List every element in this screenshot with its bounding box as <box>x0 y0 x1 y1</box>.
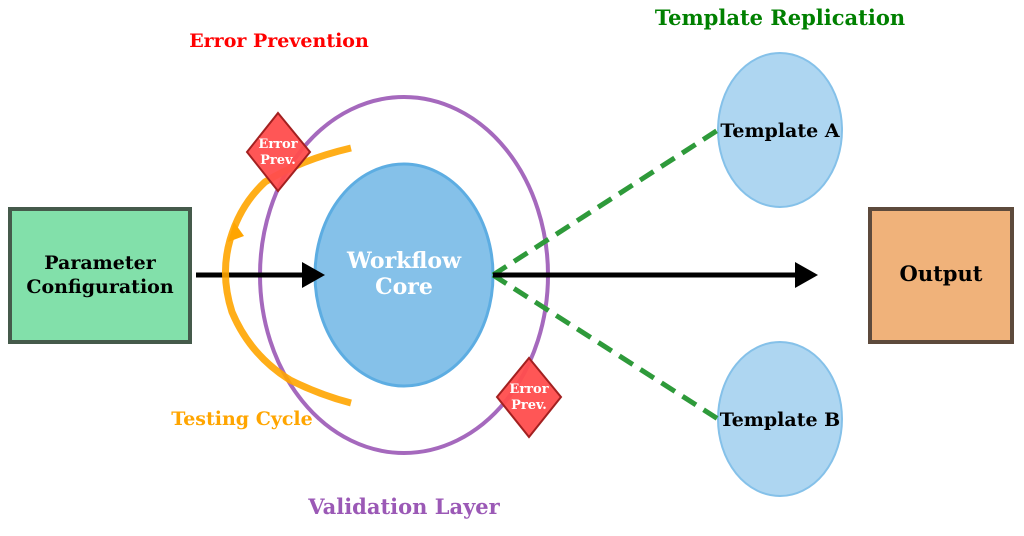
error-prev-marker-2: Error Prev. <box>495 356 563 439</box>
dashed-link-template-b <box>491 272 720 422</box>
template-replication-label: Template Replication <box>655 5 905 30</box>
error-prevention-label: Error Prevention <box>189 30 369 52</box>
workflow-core-label-line2: Core <box>375 274 433 300</box>
template-b-node[interactable] <box>717 341 843 497</box>
workflow-core-label-line1: Workflow <box>346 248 462 274</box>
output-node[interactable] <box>868 207 1014 344</box>
testing-cycle-label: Testing Cycle <box>171 408 313 430</box>
output-label: Output <box>900 261 983 286</box>
template-b-label: Template B <box>720 409 841 431</box>
marker-1-line2: Prev. <box>260 153 296 168</box>
parameter-label-line1: Parameter <box>44 252 156 274</box>
template-a-node[interactable] <box>717 52 843 208</box>
validation-layer-label: Validation Layer <box>307 494 500 519</box>
arrowhead-param-to-core <box>302 262 325 288</box>
parameter-label-line2: Configuration <box>26 276 174 298</box>
error-prev-marker-1: Error Prev. <box>245 111 312 193</box>
parameter-configuration-node[interactable] <box>8 207 192 344</box>
template-a-label: Template A <box>720 120 839 142</box>
marker-1-line1: Error <box>258 137 297 152</box>
marker-2-line1: Error <box>509 382 548 397</box>
marker-2-line2: Prev. <box>511 398 547 413</box>
testing-cycle-arrowhead <box>228 222 244 242</box>
arrowhead-core-to-output <box>795 262 818 288</box>
dashed-link-template-a <box>491 127 720 278</box>
